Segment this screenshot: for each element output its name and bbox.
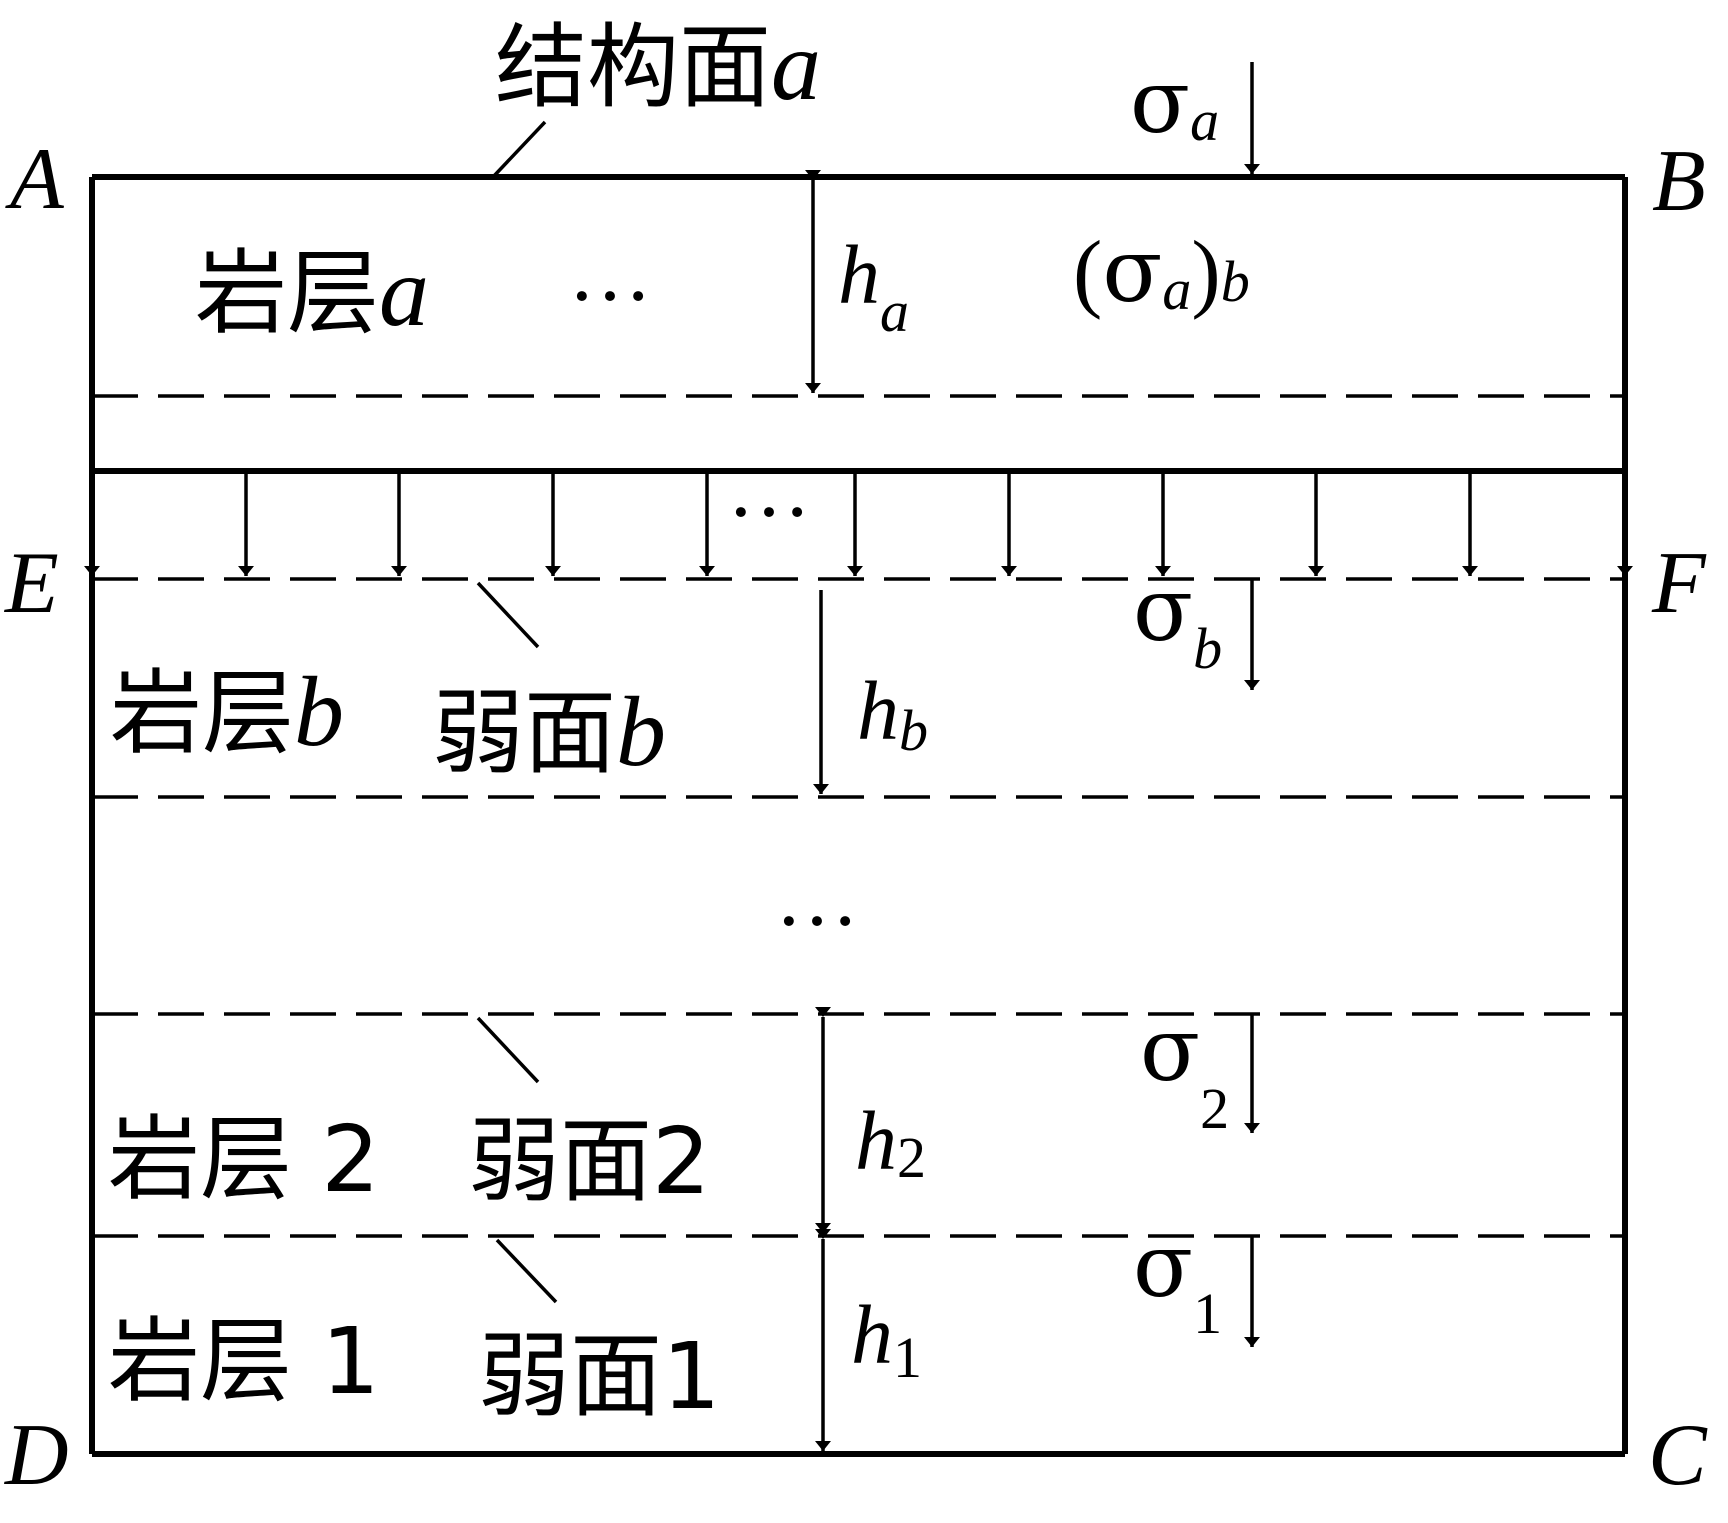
corner-label-B: B [1652, 133, 1706, 230]
leader-weak-plane-b [476, 581, 540, 649]
load-arrows [84, 474, 1633, 576]
thickness-arrows [805, 170, 831, 1451]
stress-label-sigma-a: σa [1130, 50, 1219, 153]
corner-label-D: D [4, 1407, 69, 1504]
ellipsis-middle-layers: … [775, 851, 859, 944]
structural-plane-label: 结构面a [495, 10, 821, 121]
thickness-label-h2: h2 [855, 1095, 926, 1190]
layer-b-label: 岩层b [110, 656, 344, 767]
layer-2-label: 岩层 2 [108, 1106, 380, 1213]
weak-plane-b-label: 弱面b [432, 676, 666, 787]
ellipsis-load-arrows: … [727, 442, 811, 535]
stress-label-sigma-1: σ1 [1133, 1214, 1222, 1346]
stress-label-transfer: (σa)b [1073, 219, 1250, 322]
leader-lines [476, 120, 558, 1304]
weak-plane-2-label: 弱面2 [468, 1108, 711, 1215]
corner-label-C: C [1648, 1407, 1708, 1504]
stress-label-sigma-2: σ2 [1140, 998, 1229, 1141]
thickness-label-hb: hb [857, 665, 928, 763]
stress-label-sigma-b: σb [1133, 558, 1222, 681]
leader-structural-plane [491, 120, 547, 179]
thickness-label-ha: ha [838, 229, 909, 344]
layer-a-label: 岩层a [195, 236, 429, 347]
leader-weak-plane-1 [495, 1238, 558, 1304]
corner-label-F: F [1651, 535, 1707, 632]
leader-weak-plane-2 [476, 1016, 540, 1084]
thickness-label-h1: h1 [851, 1289, 922, 1390]
layer-1-label: 岩层 1 [108, 1308, 380, 1415]
corner-label-A: A [5, 131, 65, 228]
weak-plane-lines [92, 394, 1625, 1238]
outer-boundary [89, 174, 1628, 1457]
ellipsis-layer-a: … [568, 226, 652, 319]
corner-label-E: E [3, 535, 59, 632]
weak-plane-1-label: 弱面1 [478, 1323, 721, 1430]
